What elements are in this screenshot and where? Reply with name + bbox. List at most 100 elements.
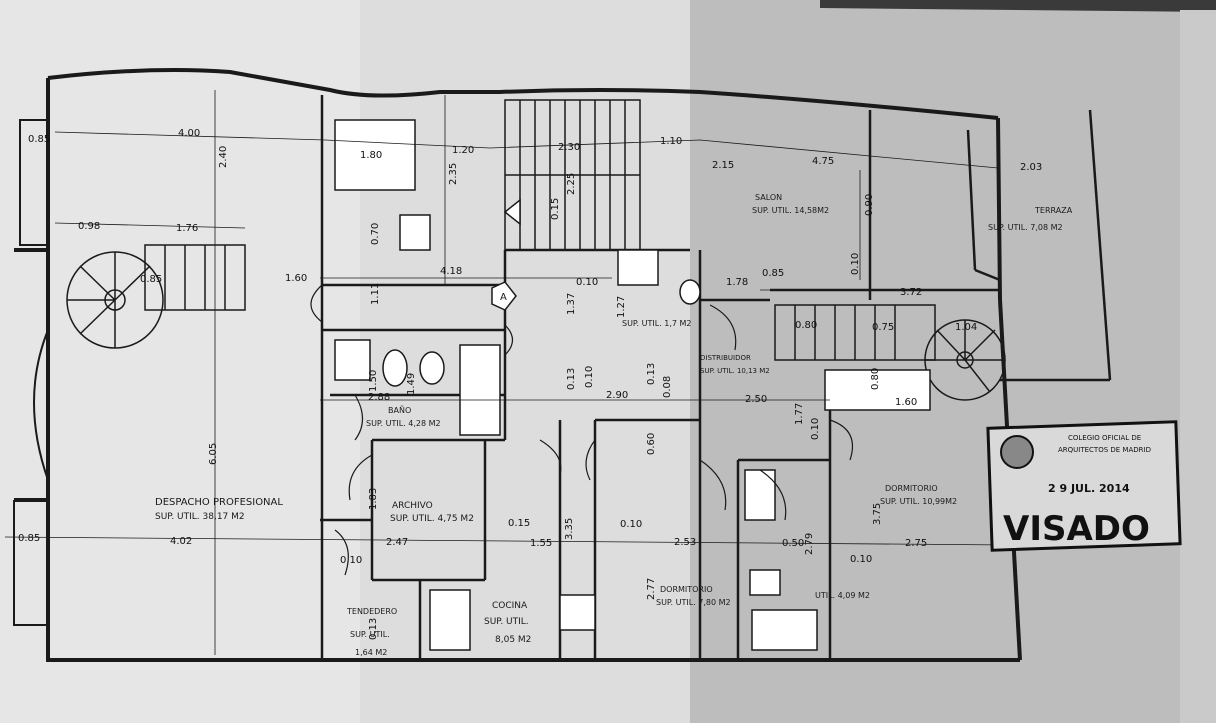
stamp-visado: VISADO <box>1003 509 1150 549</box>
room-area-value: 1,64 M2 <box>355 648 387 657</box>
dim-label: 0.13 <box>646 363 657 385</box>
section-marker-label: A <box>500 292 507 303</box>
dim-label: 3.35 <box>564 518 575 540</box>
dim-label: 0.80 <box>795 320 817 331</box>
room-despacho: DESPACHO PROFESIONAL SUP. UTIL. 38,17 M2 <box>155 497 283 522</box>
room-name: DORMITORIO <box>885 484 938 493</box>
dim-label: 1.10 <box>660 136 682 147</box>
room-area: SUP. UTIL. 1,7 M2 <box>622 319 692 328</box>
room-dormitorio-1: DORMITORIO SUP. UTIL. 7,80 M2 <box>656 585 731 607</box>
dim-label: 0.60 <box>646 433 657 455</box>
dim-label: 2.75 <box>905 538 927 549</box>
room-name: DORMITORIO <box>660 585 713 594</box>
stamp-date: 2 9 JUL. 2014 <box>1048 482 1130 495</box>
dim-label: 1.60 <box>895 397 917 408</box>
dim-label: 1.04 <box>955 322 977 333</box>
room-aseo: SUP. UTIL. 1,7 M2 <box>622 319 692 328</box>
room-labels: DESPACHO PROFESIONAL SUP. UTIL. 38,17 M2… <box>155 193 1073 657</box>
dim-label: 1.37 <box>566 293 577 315</box>
dim-label: 1.27 <box>616 296 627 318</box>
dim-label: 0.08 <box>662 376 673 398</box>
spiral-staircase-right <box>774 304 1006 401</box>
spiral-staircase-left <box>66 244 246 349</box>
dim-label: 4.00 <box>178 128 200 139</box>
room-area: SUP. UTIL. <box>484 617 529 627</box>
room-area: SUP. UTIL. 7,80 M2 <box>656 598 731 607</box>
room-name: DESPACHO PROFESIONAL <box>155 497 283 508</box>
dim-label: 1.20 <box>452 145 474 156</box>
dim-label: 0.10 <box>810 418 821 440</box>
dim-label: 4.18 <box>440 266 462 277</box>
dim-label: 0.10 <box>340 555 362 566</box>
room-name: DISTRIBUIDOR <box>700 354 751 362</box>
room-area: SUP. UTIL. 7,08 M2 <box>988 223 1063 232</box>
dim-label: 1.50 <box>368 370 379 392</box>
dim-label: 4.75 <box>812 156 834 167</box>
dim-label: 2.50 <box>745 394 767 405</box>
dim-label: 0.90 <box>864 194 875 216</box>
dim-label: 1.11 <box>370 283 381 305</box>
room-name: TENDEDERO <box>346 607 397 616</box>
dimension-lines <box>4 90 1011 655</box>
dim-label: 3.72 <box>900 287 922 298</box>
dim-label: 1.76 <box>176 223 198 234</box>
dim-label: 2.30 <box>558 142 580 153</box>
dim-label: 1.60 <box>285 273 307 284</box>
approval-stamp: COLEGIO OFICIAL DE ARQUITECTOS DE MADRID… <box>986 420 1182 552</box>
room-name: TERRAZA <box>1034 206 1073 215</box>
dim-label: 4.02 <box>170 536 192 547</box>
room-area: UTIL. 4,09 M2 <box>815 591 870 600</box>
dim-label: 2.03 <box>1020 162 1042 173</box>
dim-label: 3.75 <box>872 503 883 525</box>
dim-label: 0.10 <box>850 253 861 275</box>
room-area: SUP. UTIL. 14,58M2 <box>752 206 829 215</box>
dim-label: 1.80 <box>360 150 382 161</box>
doors <box>310 284 854 576</box>
dimension-labels: 0.85 4.00 2.40 1.80 1.20 2.35 2.30 1.10 … <box>18 128 1042 640</box>
dim-label: 1.77 <box>794 403 805 425</box>
room-dormitorio-2: DORMITORIO SUP. UTIL. 10,99M2 <box>880 484 957 506</box>
college-seal-icon <box>1000 435 1034 469</box>
room-bano: BAÑO SUP. UTIL. 4,28 M2 <box>366 405 441 428</box>
dim-label: 0.85 <box>18 533 40 544</box>
room-area-value: 8,05 M2 <box>495 635 531 645</box>
dim-label: 2.40 <box>218 146 229 168</box>
dim-label: 0.10 <box>850 554 872 565</box>
bathroom-fixtures <box>334 119 931 651</box>
dim-label: 0.98 <box>78 221 100 232</box>
room-distribuidor: DISTRIBUIDOR SUP. UTIL. 10,13 M2 <box>700 354 770 375</box>
dim-label: 0.13 <box>566 368 577 390</box>
dim-label: 0.10 <box>620 519 642 530</box>
dim-label: 6.05 <box>208 443 219 465</box>
stamp-line-2: ARQUITECTOS DE MADRID <box>1058 446 1151 454</box>
room-name: BAÑO <box>388 405 411 415</box>
dim-label: 2.15 <box>712 160 734 171</box>
section-marker: A <box>491 281 517 311</box>
dim-label: 0.10 <box>576 277 598 288</box>
room-bano-2: UTIL. 4,09 M2 <box>815 591 870 600</box>
dim-label: 0.13 <box>368 618 379 640</box>
dim-label: 0.10 <box>584 366 595 388</box>
room-terraza: TERRAZA SUP. UTIL. 7,08 M2 <box>988 206 1073 232</box>
room-salon: SALON SUP. UTIL. 14,58M2 <box>752 193 829 215</box>
room-area: SUP. UTIL. <box>350 630 390 639</box>
room-area: SUP. UTIL. 38,17 M2 <box>155 512 245 522</box>
dim-label: 1.55 <box>530 538 552 549</box>
room-area: SUP. UTIL. 4,75 M2 <box>390 514 474 524</box>
dim-label: 2.35 <box>448 163 459 185</box>
dim-label: 0.15 <box>550 198 561 220</box>
dim-label: 0.85 <box>28 134 50 145</box>
room-area: SUP. UTIL. 10,99M2 <box>880 497 957 506</box>
dim-label: 1.49 <box>406 373 417 395</box>
dim-label: 2.53 <box>674 537 696 548</box>
stamp-line-1: COLEGIO OFICIAL DE <box>1068 434 1141 442</box>
dim-label: 2.90 <box>606 390 628 401</box>
dim-label: 0.50 <box>782 538 804 549</box>
dim-label: 2.88 <box>368 392 390 403</box>
dim-label: 0.15 <box>508 518 530 529</box>
dim-label: 0.80 <box>870 368 881 390</box>
dim-label: 0.85 <box>762 268 784 279</box>
room-name: COCINA <box>492 601 528 611</box>
